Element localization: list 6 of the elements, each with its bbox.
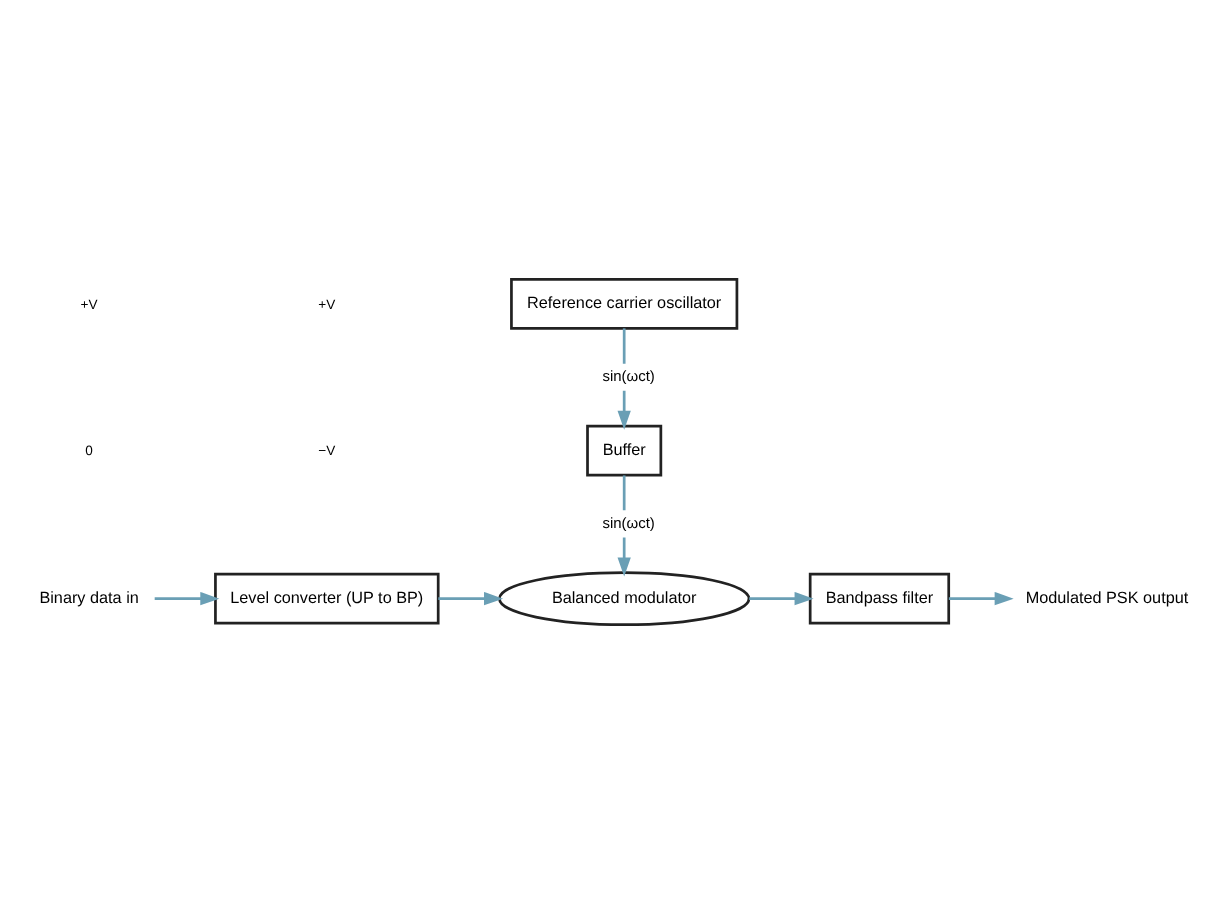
edge-label: sin(ωct) [602, 513, 655, 532]
arrow [154, 591, 220, 606]
arrow [948, 591, 1014, 606]
arrow [749, 591, 814, 606]
edge-label: sin(ωct) [602, 367, 655, 386]
arrow [438, 591, 504, 606]
